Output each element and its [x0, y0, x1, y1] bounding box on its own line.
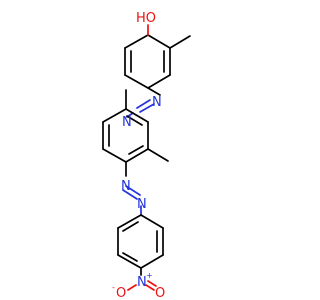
- nitro-o1-charge: -: [112, 283, 115, 292]
- molecule-structure: HO N N N N N + O - O: [102, 11, 191, 300]
- hydroxyl-label: HO: [136, 11, 156, 26]
- nitro-n-label: N: [137, 275, 147, 290]
- azo1-cn-bond: [147, 87, 161, 96]
- middle-methyl-bottom-bond: [147, 148, 169, 162]
- phenol-ring-bonds: [124, 34, 171, 89]
- azo-n2-label: N: [122, 115, 132, 130]
- nitro-no2-double: [147, 280, 157, 287]
- azo-n1-label: N: [152, 95, 162, 110]
- azo-n4-label: N: [137, 197, 147, 212]
- azo-n3-label: N: [121, 179, 131, 194]
- nitrophenyl-ring: [117, 214, 164, 269]
- azo2-nn-double: [125, 185, 141, 196]
- azo1-nn-double: [136, 99, 151, 109]
- azo1-nn-bond: [139, 103, 155, 113]
- nitro-o2-label: O: [155, 286, 165, 300]
- middle-ring: [102, 108, 149, 163]
- nitro-no1-bond: [127, 284, 137, 291]
- phenol-methyl-bond: [169, 35, 191, 49]
- azo2-nn-bond: [122, 189, 138, 200]
- nitro-o1-label: O: [116, 286, 126, 300]
- nitro-no2-bond: [145, 284, 155, 291]
- nitro-n-charge: +: [146, 271, 153, 280]
